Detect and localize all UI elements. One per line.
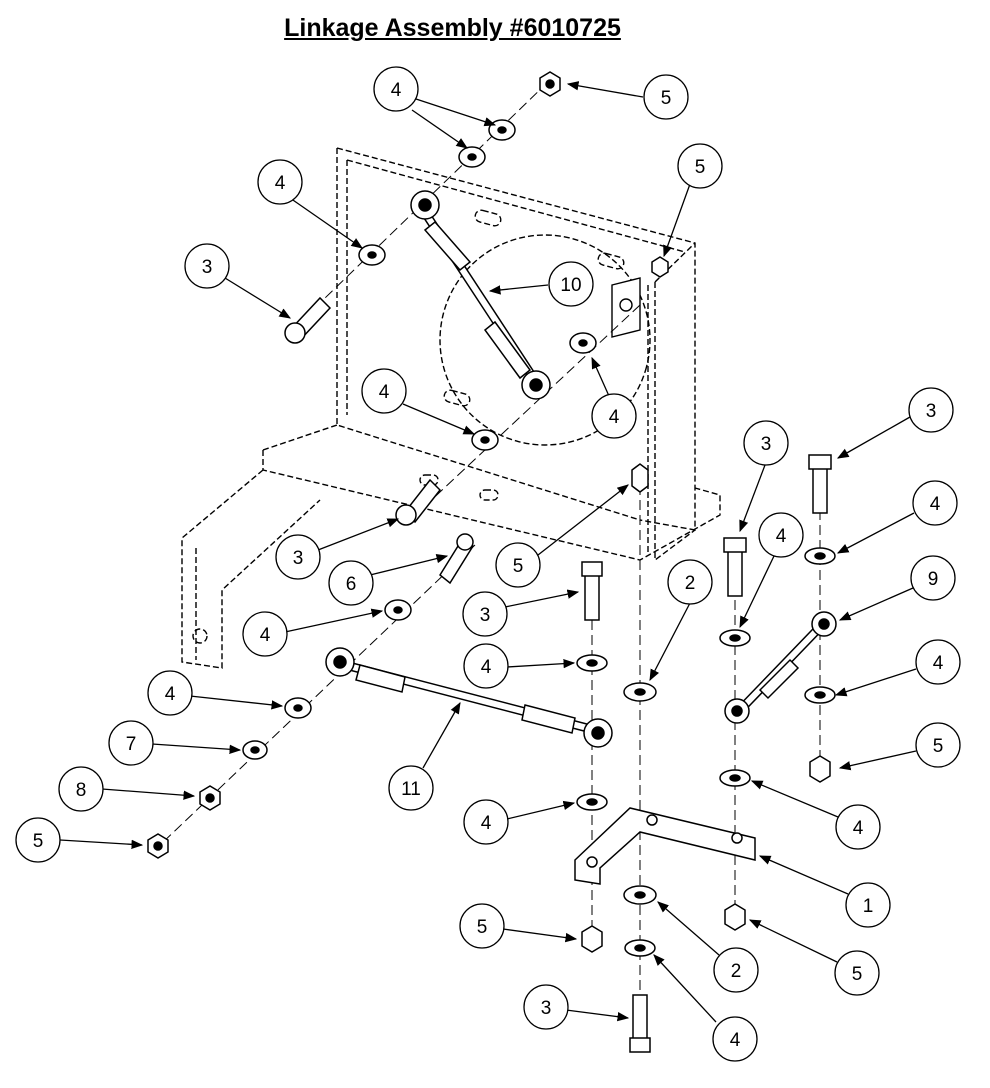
callout-label: 5 — [695, 157, 706, 178]
callout-label: 2 — [731, 961, 742, 982]
callout-c15: 6 — [328, 560, 374, 606]
callout-label: 11 — [401, 779, 421, 800]
callout-label: 2 — [685, 573, 696, 594]
callout-c33: 5 — [834, 950, 880, 996]
callouts: 4 5 4 5 3 10 4 4 3 3 3 4 4 5 6 2 9 3 4 4… — [15, 66, 961, 1062]
callout-c24: 7 — [108, 720, 154, 766]
callout-label: 3 — [541, 998, 552, 1019]
callout-label: 5 — [477, 917, 488, 938]
callout-label: 4 — [260, 625, 271, 646]
callout-label: 3 — [926, 401, 937, 422]
callout-c25: 11 — [388, 765, 434, 811]
callout-c8: 4 — [361, 368, 407, 414]
callout-label: 7 — [126, 734, 137, 755]
callout-label: 8 — [76, 780, 87, 801]
callout-c9: 3 — [908, 387, 954, 433]
callout-c2: 5 — [643, 74, 689, 120]
callout-c31: 5 — [459, 903, 505, 949]
callout-c32: 2 — [713, 947, 759, 993]
mounting-bracket-frame — [181, 147, 721, 669]
washers — [242, 119, 836, 957]
callout-label: 4 — [930, 494, 941, 515]
callout-c7: 4 — [591, 393, 637, 439]
callout-c10: 3 — [743, 420, 789, 466]
callout-c30: 1 — [845, 882, 891, 928]
callout-c23: 5 — [915, 722, 961, 768]
callout-c16: 2 — [667, 559, 713, 605]
callout-label: 3 — [293, 548, 304, 569]
callout-c18: 3 — [462, 591, 508, 637]
assembly-axes — [159, 81, 821, 1040]
lower-tie-rod — [325, 647, 613, 748]
callout-c17: 9 — [910, 555, 956, 601]
callout-c4: 5 — [677, 143, 723, 189]
callout-c1: 4 — [373, 66, 419, 112]
upper-tie-rod — [410, 190, 551, 400]
bolts — [284, 296, 832, 1053]
callout-label: 3 — [202, 257, 213, 278]
callout-c3: 4 — [257, 159, 303, 205]
callout-label: 9 — [928, 569, 939, 590]
callout-c13: 4 — [758, 512, 804, 558]
callout-c19: 4 — [242, 611, 288, 657]
callout-c34: 3 — [523, 984, 569, 1030]
callout-label: 4 — [275, 173, 286, 194]
callout-label: 4 — [853, 818, 864, 839]
callout-c35: 4 — [712, 1016, 758, 1062]
callout-label: 4 — [933, 653, 944, 674]
callout-c11: 3 — [275, 534, 321, 580]
callout-label: 5 — [933, 736, 944, 757]
callout-c12: 4 — [912, 480, 958, 526]
callout-label: 5 — [852, 964, 863, 985]
callout-label: 3 — [480, 605, 491, 626]
callout-label: 1 — [863, 896, 874, 917]
callout-c26: 8 — [58, 766, 104, 812]
callout-c27: 4 — [463, 799, 509, 845]
callout-label: 4 — [391, 80, 402, 101]
nuts — [147, 71, 831, 953]
leader-lines — [59, 81, 917, 1023]
callout-label: 4 — [481, 813, 492, 834]
callout-c29: 5 — [15, 817, 61, 863]
l-shaped-arm — [574, 807, 756, 885]
callout-label: 5 — [513, 556, 524, 577]
callout-label: 6 — [346, 574, 357, 595]
callout-label: 4 — [609, 407, 620, 428]
callout-label: 3 — [761, 434, 772, 455]
callout-c28: 4 — [835, 804, 881, 850]
callout-c21: 4 — [915, 639, 961, 685]
callout-c20: 4 — [463, 643, 509, 689]
callout-label: 4 — [165, 684, 176, 705]
callout-c6: 10 — [548, 261, 594, 307]
callout-label: 10 — [560, 275, 581, 296]
callout-label: 4 — [730, 1030, 741, 1051]
short-linkage — [724, 611, 837, 724]
callout-label: 4 — [776, 526, 787, 547]
callout-label: 5 — [33, 831, 44, 852]
callout-c14: 5 — [495, 542, 541, 588]
callout-label: 4 — [481, 657, 492, 678]
callout-label: 5 — [661, 88, 672, 109]
diagram-title: Linkage Assembly #6010725 — [284, 14, 621, 42]
callout-c5: 3 — [184, 243, 230, 289]
tab-plate — [611, 277, 641, 338]
callout-c22: 4 — [147, 670, 193, 716]
callout-label: 4 — [379, 382, 390, 403]
